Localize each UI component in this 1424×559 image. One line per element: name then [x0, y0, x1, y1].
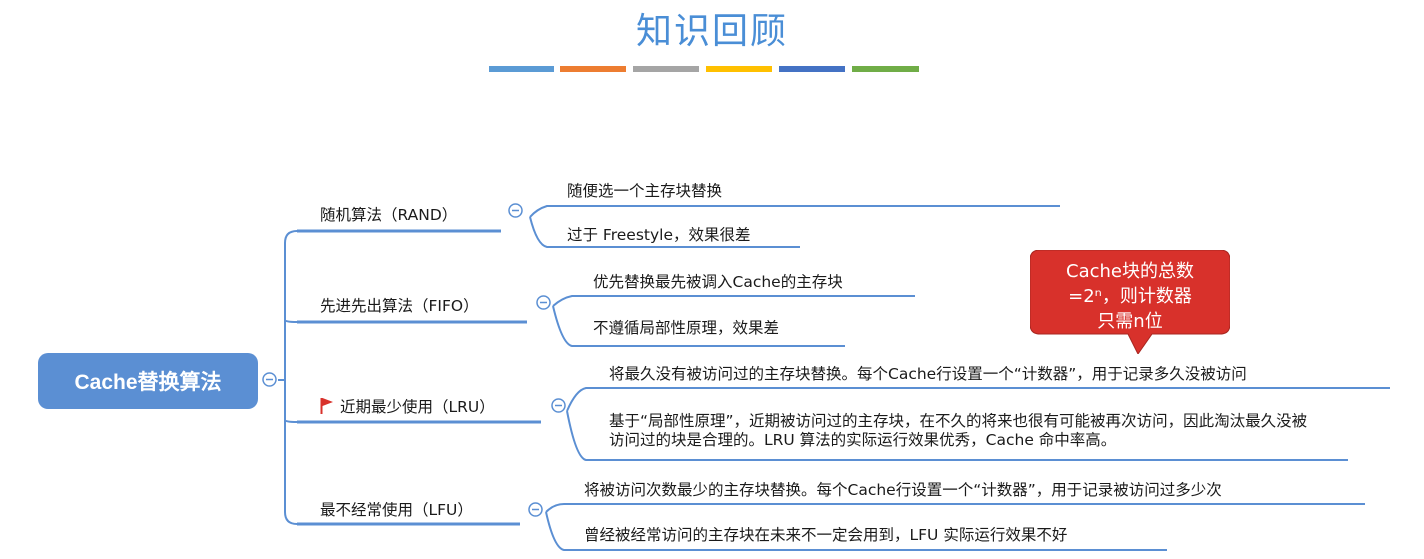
color-bar-2 — [560, 66, 626, 72]
callout-line-2: =2ⁿ，则计数器 — [1068, 286, 1192, 307]
color-bar-4 — [706, 66, 772, 72]
root-label: Cache替换算法 — [74, 371, 222, 394]
branch-1-connector — [529, 205, 1060, 218]
lfu-detail-2: 曾经被经常访问的主存块在未来不一定会用到，LFU 实际运行效果不好 — [584, 526, 1068, 544]
rand-detail-1: 随便选一个主存块替换 — [567, 182, 723, 200]
color-bar-1 — [489, 66, 554, 72]
lru-detail-2: 基于“局部性原理”，近期被访问过的主存块，在不久的将来也很有可能被再次访问，因此… — [609, 412, 1308, 449]
callout-bubble — [1030, 250, 1230, 354]
branch-lru-label[interactable]: 近期最少使用（LRU） — [320, 397, 495, 417]
callout-line-3: 只需n位 — [1097, 311, 1163, 332]
fifo-detail-1: 优先替换最先被调入Cache的主存块 — [593, 273, 843, 291]
callout-line-1: Cache块的总数 — [1066, 261, 1194, 282]
branch-3-connector — [566, 387, 1390, 412]
trunk-line — [284, 230, 298, 525]
collapse-lru-icon[interactable] — [551, 398, 566, 413]
branch-2-connector — [552, 295, 915, 307]
callout-text: Cache块的总数 =2ⁿ，则计数器 只需n位 — [1034, 259, 1226, 334]
rand-detail-2: 过于 Freestyle，效果很差 — [567, 226, 751, 244]
branch-lfu-label[interactable]: 最不经常使用（LFU） — [320, 501, 473, 519]
collapse-root-icon[interactable] — [262, 372, 277, 387]
root-node[interactable]: Cache替换算法 — [38, 353, 258, 409]
color-bar-6 — [852, 66, 919, 72]
collapse-fifo-icon[interactable] — [536, 295, 551, 310]
branch-rand-label[interactable]: 随机算法（RAND） — [320, 206, 458, 224]
collapse-lfu-icon[interactable] — [528, 502, 543, 517]
collapse-rand-icon[interactable] — [508, 203, 523, 218]
color-bar-5 — [779, 66, 845, 72]
branch-4-connector — [545, 503, 1365, 513]
branch-fifo-label[interactable]: 先进先出算法（FIFO） — [320, 297, 479, 315]
page-title: 知识回顾 — [635, 11, 788, 52]
fifo-detail-2: 不遵循局部性原理，效果差 — [593, 319, 780, 337]
red-flag-icon — [320, 398, 333, 414]
lru-detail-1: 将最久没有被访问过的主存块替换。每个Cache行设置一个“计数器”，用于记录多久… — [609, 365, 1247, 383]
branch-lru-text: 近期最少使用（LRU） — [340, 398, 495, 416]
color-bar-3 — [633, 66, 699, 72]
lfu-detail-1: 将被访问次数最少的主存块替换。每个Cache行设置一个“计数器”，用于记录被访问… — [584, 481, 1222, 499]
